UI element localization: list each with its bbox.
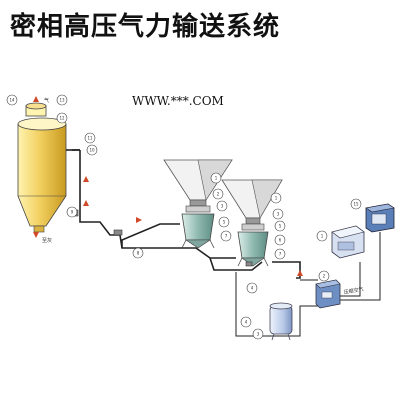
watermark-text: WWW.***.COM xyxy=(132,94,224,108)
svg-text:2: 2 xyxy=(217,192,220,197)
gas-outlet-label: 气 xyxy=(44,97,49,104)
conveyor-vessel-2 xyxy=(221,179,283,267)
air-supply-line xyxy=(235,232,381,337)
svg-text:11: 11 xyxy=(87,136,93,141)
svg-text:3: 3 xyxy=(277,212,280,217)
svg-text:4: 4 xyxy=(251,286,254,291)
svg-text:14: 14 xyxy=(9,98,15,103)
control-cabinet xyxy=(365,203,395,233)
ash-outlet-label: 至灰 xyxy=(42,237,52,244)
callout-10: 10 xyxy=(86,144,98,156)
callout-4b: 4 xyxy=(240,316,252,328)
callout-v1-5: 5 xyxy=(218,216,230,228)
svg-text:8: 8 xyxy=(137,251,140,256)
svg-text:6: 6 xyxy=(279,238,282,243)
air-receiver-tank xyxy=(269,302,293,341)
callout-12: 12 xyxy=(56,112,68,124)
air-source-label: 压缩空气 xyxy=(343,286,364,296)
callout-v2-5: 5 xyxy=(274,220,286,232)
svg-text:4: 4 xyxy=(245,320,248,325)
callout-markers: 14 13 12 11 10 9 8 1 2 3 5 7 1 3 5 6 7 4… xyxy=(6,94,362,340)
receiving-silo xyxy=(17,102,80,233)
svg-text:3: 3 xyxy=(221,204,224,209)
callout-2-dryer: 2 xyxy=(318,270,330,282)
svg-text:1: 1 xyxy=(321,234,324,239)
callout-v1-2: 2 xyxy=(212,188,224,200)
air-dryer-unit xyxy=(315,279,341,309)
callout-v2-3: 3 xyxy=(272,208,284,220)
callout-11: 11 xyxy=(84,132,96,144)
svg-text:9: 9 xyxy=(71,210,74,215)
callout-14: 14 xyxy=(6,94,18,106)
svg-text:3: 3 xyxy=(257,332,260,337)
callout-9: 9 xyxy=(66,206,78,218)
callout-4a: 4 xyxy=(246,282,258,294)
page-title: 密相高压气力输送系统 xyxy=(10,12,281,42)
callout-v1-3: 3 xyxy=(216,200,228,212)
callout-v1-1: 1 xyxy=(210,172,222,184)
flow-arrows xyxy=(33,96,303,276)
svg-text:2: 2 xyxy=(323,274,326,279)
svg-text:12: 12 xyxy=(59,116,65,121)
svg-text:5: 5 xyxy=(223,220,226,225)
svg-text:15: 15 xyxy=(353,202,359,207)
callout-v1-7: 7 xyxy=(220,230,232,242)
svg-text:1: 1 xyxy=(215,176,218,181)
callout-13: 13 xyxy=(56,94,68,106)
callout-8: 8 xyxy=(132,247,144,259)
svg-text:10: 10 xyxy=(89,148,95,153)
callout-v2-1: 1 xyxy=(270,192,282,204)
svg-text:5: 5 xyxy=(279,224,282,229)
air-compressor xyxy=(331,225,365,259)
svg-text:1: 1 xyxy=(275,196,278,201)
svg-text:7: 7 xyxy=(225,234,228,239)
callout-15: 15 xyxy=(350,198,362,210)
callout-1-compressor: 1 xyxy=(316,230,328,242)
svg-text:13: 13 xyxy=(59,98,65,103)
callout-v2-6: 6 xyxy=(274,234,286,246)
callout-3-tank: 3 xyxy=(252,328,264,340)
svg-text:7: 7 xyxy=(279,252,282,257)
callout-v2-7: 7 xyxy=(274,248,286,260)
